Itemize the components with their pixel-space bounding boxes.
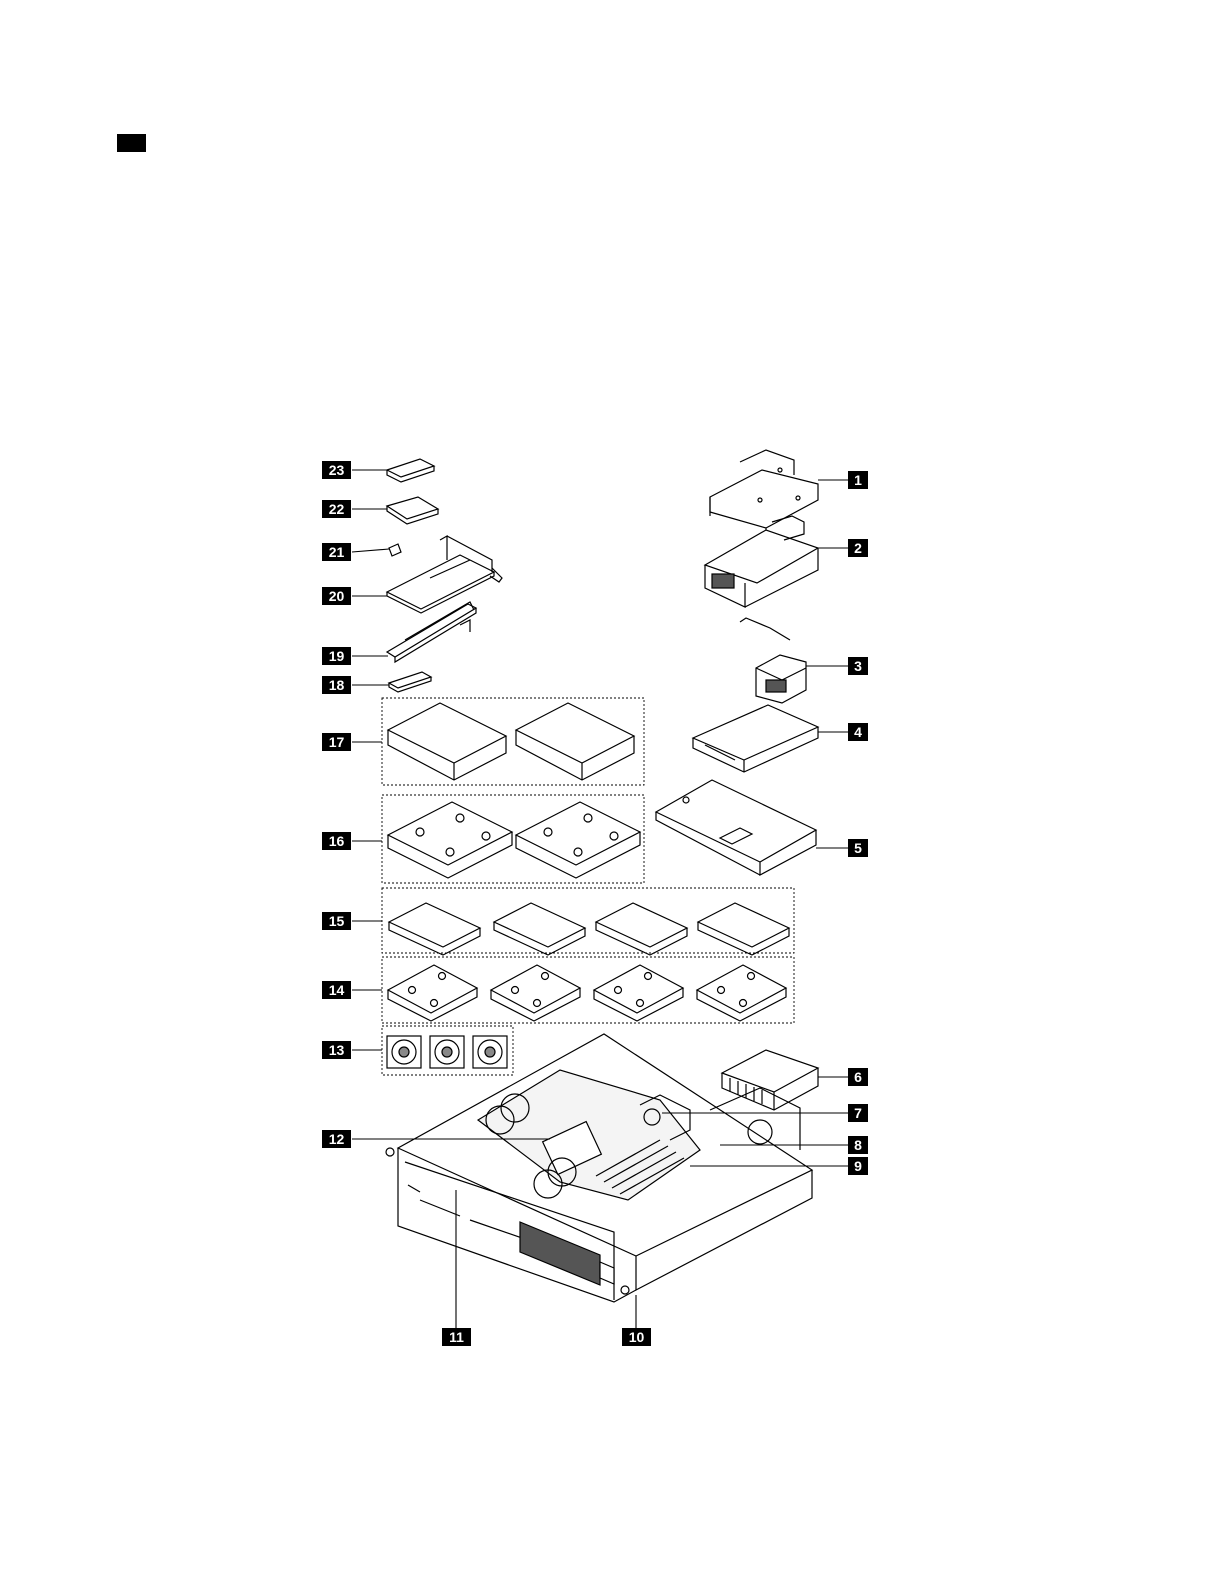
callout-9: 9 — [848, 1157, 868, 1175]
callout-20: 20 — [322, 587, 351, 605]
callout-11: 11 — [442, 1328, 471, 1346]
part-4-drawing — [693, 705, 818, 772]
callout-21-label: 21 — [329, 544, 345, 560]
part-2-drawing — [705, 516, 818, 607]
callout-8: 8 — [848, 1136, 868, 1154]
callout-23: 23 — [322, 461, 351, 479]
part-5-drawing — [656, 780, 816, 875]
part-23-drawing — [387, 459, 434, 482]
callout-16-label: 16 — [329, 833, 345, 849]
callout-22: 22 — [322, 500, 351, 518]
callout-7-label: 7 — [854, 1105, 862, 1121]
callout-7: 7 — [848, 1104, 868, 1122]
leader-21 — [352, 549, 389, 552]
part-1-drawing — [710, 450, 818, 540]
callout-13: 13 — [322, 1041, 351, 1059]
callout-8-label: 8 — [854, 1137, 862, 1153]
callout-3-label: 3 — [854, 658, 862, 674]
part-17-drawing — [388, 703, 634, 780]
callout-17-label: 17 — [329, 734, 345, 750]
part-19-drawing — [387, 602, 476, 662]
callout-22-label: 22 — [329, 501, 345, 517]
callout-2: 2 — [848, 539, 868, 557]
callout-20-label: 20 — [329, 588, 345, 604]
part-6-drawing — [722, 1050, 818, 1110]
part-15-drawing — [389, 903, 789, 955]
callout-9-label: 9 — [854, 1158, 862, 1174]
callout-17: 17 — [322, 733, 351, 751]
callout-14-label: 14 — [329, 982, 345, 998]
callout-1: 1 — [848, 471, 868, 489]
callout-2-label: 2 — [854, 540, 862, 556]
part-14-drawing — [388, 965, 786, 1021]
callout-6: 6 — [848, 1068, 868, 1086]
callout-18-label: 18 — [329, 677, 345, 693]
callout-14: 14 — [322, 981, 351, 999]
part-21-drawing — [389, 544, 401, 556]
part-13-drawing — [387, 1036, 507, 1068]
callout-19-label: 19 — [329, 648, 345, 664]
callout-10: 10 — [622, 1328, 651, 1346]
callout-16: 16 — [322, 832, 351, 850]
callout-23-label: 23 — [329, 462, 345, 478]
callout-12-label: 12 — [329, 1131, 345, 1147]
corner-marker — [117, 134, 146, 152]
part-18-drawing — [389, 672, 431, 692]
callout-21: 21 — [322, 543, 351, 561]
callout-12: 12 — [322, 1130, 351, 1148]
part-20-drawing — [387, 536, 502, 613]
callout-10-label: 10 — [629, 1329, 645, 1345]
callout-5: 5 — [848, 839, 868, 857]
callout-3: 3 — [848, 657, 868, 675]
callout-11-label: 11 — [449, 1329, 464, 1345]
callout-1-label: 1 — [854, 472, 862, 488]
callout-4: 4 — [848, 723, 868, 741]
part-16-drawing — [388, 802, 640, 878]
callout-4-label: 4 — [854, 724, 862, 740]
callout-15-label: 15 — [329, 913, 345, 929]
callout-18: 18 — [322, 676, 351, 694]
part-3-drawing — [740, 618, 806, 703]
callout-19: 19 — [322, 647, 351, 665]
callout-13-label: 13 — [329, 1042, 345, 1058]
part-22-drawing — [387, 497, 438, 524]
callout-15: 15 — [322, 912, 351, 930]
callout-6-label: 6 — [854, 1069, 862, 1085]
callout-5-label: 5 — [854, 840, 862, 856]
